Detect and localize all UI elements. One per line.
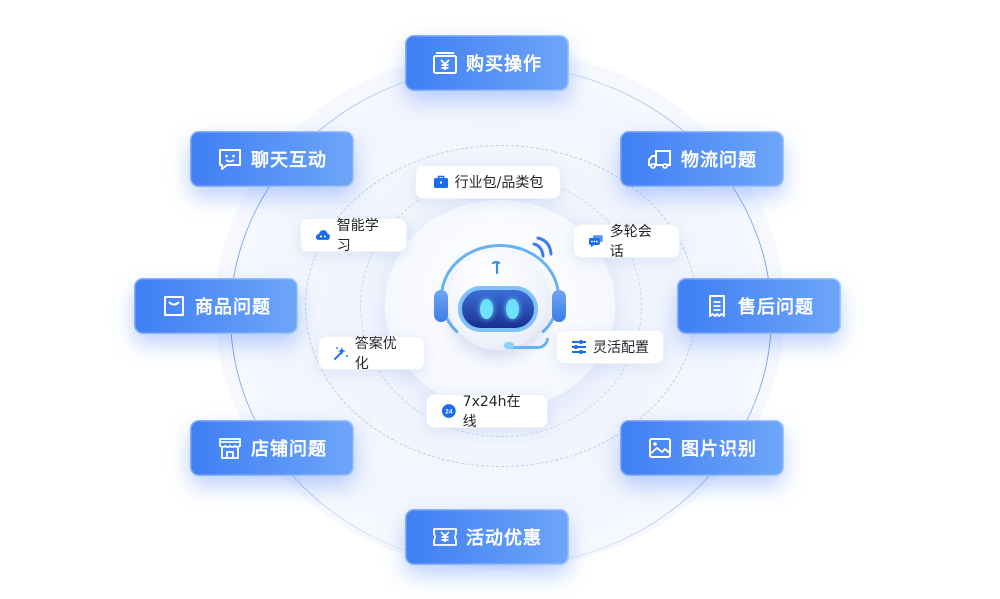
sparkle-wand-icon	[333, 347, 348, 360]
card-chat[interactable]: 聊天互动	[190, 131, 354, 187]
tag-answer-optimization[interactable]: 答案优化	[318, 336, 425, 372]
card-label: 物流问题	[681, 150, 757, 171]
card-purchase[interactable]: 购买操作	[405, 35, 569, 91]
yuan-ticket-icon	[433, 528, 457, 546]
tag-label: 答案优化	[354, 336, 397, 372]
microphone-arm	[510, 338, 549, 349]
chat-bubbles-icon	[588, 235, 603, 248]
card-label: 店铺问题	[251, 439, 327, 460]
tag-label: 行业包/品类包	[454, 175, 544, 191]
card-label: 图片识别	[681, 439, 757, 460]
tag-label: 智能学习	[336, 218, 379, 254]
robot-eye-right	[506, 299, 519, 319]
signal-waves-icon	[532, 236, 553, 258]
tag-label: 灵活配置	[593, 340, 649, 356]
robot-visor	[458, 286, 538, 332]
card-logistics[interactable]: 物流问题	[620, 131, 784, 187]
tag-24h-online[interactable]: 24 7x24h在线	[426, 394, 548, 430]
cloud-icon	[315, 230, 330, 240]
tag-smart-learning[interactable]: 智能学习	[300, 218, 407, 254]
svg-text:24: 24	[445, 408, 453, 415]
card-label: 购买操作	[466, 54, 542, 75]
truck-icon	[648, 150, 671, 169]
tag-label: 多轮会话	[609, 224, 652, 260]
tag-label: 7x24h在线	[462, 394, 521, 430]
robot-mascot-icon	[430, 236, 570, 358]
sliders-icon	[572, 340, 586, 354]
card-store[interactable]: 店铺问题	[190, 420, 354, 476]
left-earpiece	[434, 290, 448, 322]
tag-multi-turn[interactable]: 多轮会话	[573, 224, 680, 260]
briefcase-icon	[433, 175, 448, 188]
card-label: 聊天互动	[251, 150, 327, 171]
receipt-icon	[709, 295, 725, 317]
image-icon	[649, 438, 671, 458]
robot-eye-left	[480, 299, 493, 319]
card-label: 活动优惠	[466, 528, 542, 549]
card-promotion[interactable]: 活动优惠	[405, 509, 569, 565]
shopping-bag-icon	[164, 296, 184, 316]
card-aftersales[interactable]: 售后问题	[677, 278, 841, 334]
smile-chat-icon	[219, 149, 241, 170]
tag-industry-pack[interactable]: 行业包/品类包	[415, 165, 561, 199]
microphone-tip	[504, 342, 514, 349]
card-image-recognition[interactable]: 图片识别	[620, 420, 784, 476]
card-label: 售后问题	[738, 297, 814, 318]
right-earpiece	[552, 290, 566, 322]
antenna-icon	[492, 260, 501, 274]
storefront-icon	[219, 438, 241, 459]
24h-badge-icon: 24	[441, 404, 456, 418]
card-product[interactable]: 商品问题	[134, 278, 298, 334]
yuan-wallet-icon	[433, 52, 457, 74]
tag-flexible-config[interactable]: 灵活配置	[556, 330, 664, 364]
card-label: 商品问题	[195, 297, 271, 318]
